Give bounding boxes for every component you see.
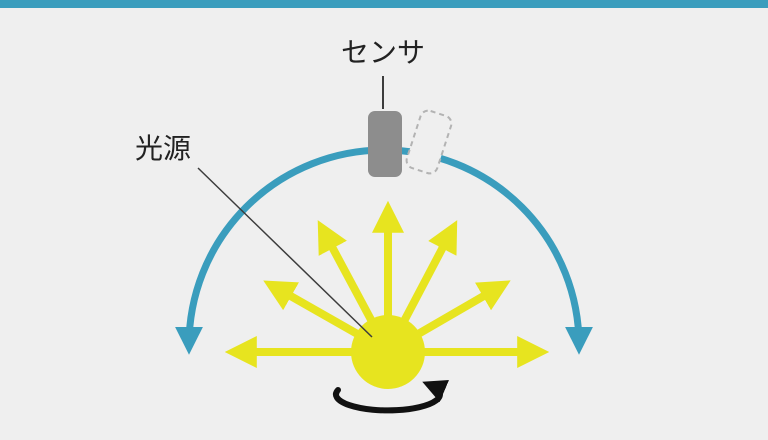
rotation-arrow xyxy=(333,380,450,414)
sensor-label: センサ xyxy=(341,37,425,68)
light-source-circle xyxy=(351,315,425,389)
light-source-pointer-line xyxy=(197,167,373,338)
sensor-ghost-position xyxy=(405,109,453,175)
light-source-label: 光源 xyxy=(135,133,191,164)
top-accent-bar xyxy=(0,0,768,8)
sensor-body xyxy=(368,111,402,177)
